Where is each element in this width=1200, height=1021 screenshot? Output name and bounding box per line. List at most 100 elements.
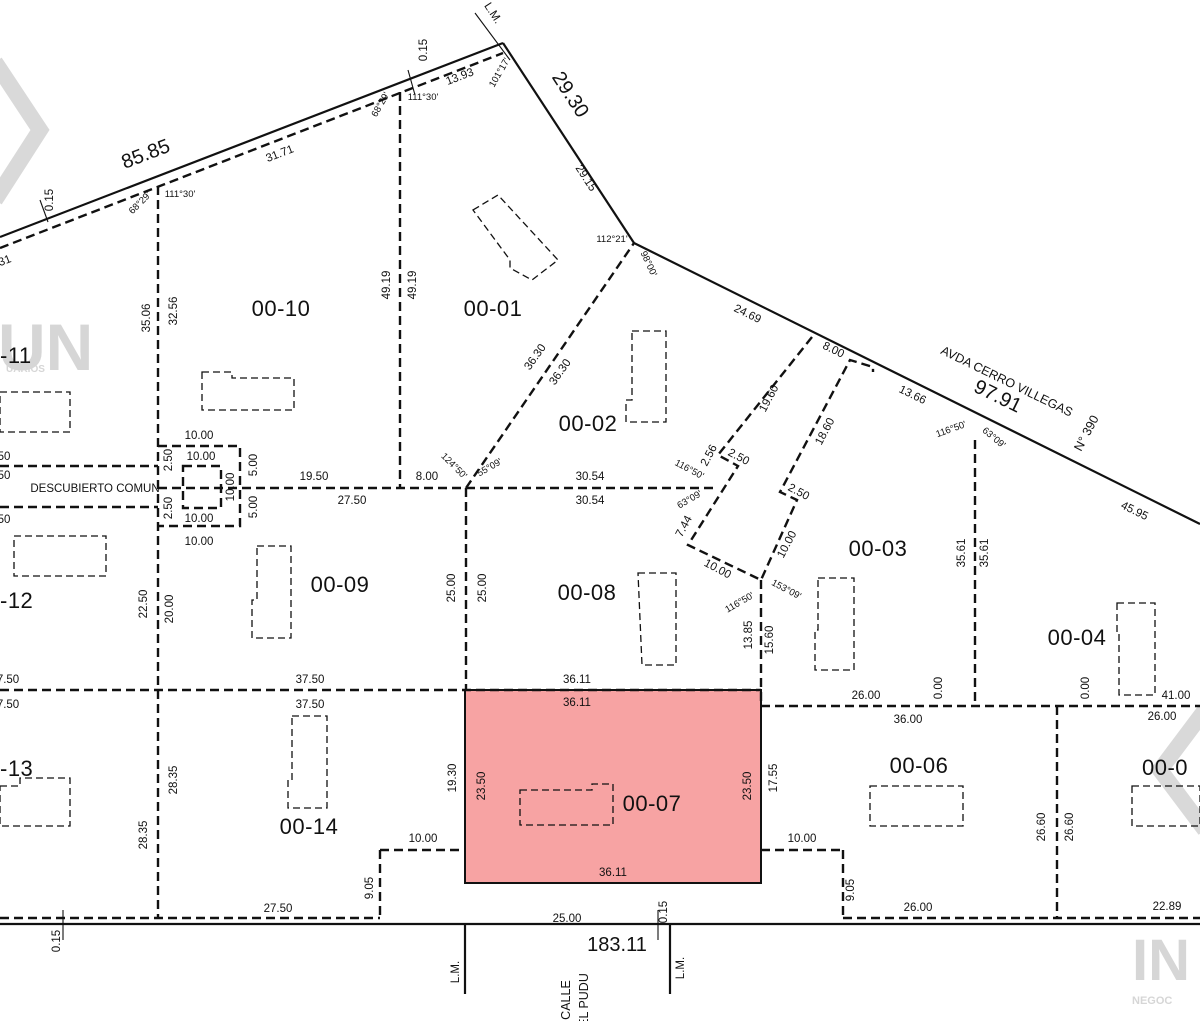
lot-label-00-08[interactable]: 00-08 [558,580,617,605]
lot-label-00-14[interactable]: 00-14 [280,814,339,839]
lot-label-00-02[interactable]: 00-02 [559,411,618,436]
dim-label: 50 [0,514,10,526]
lm-label-left: L.M. [450,961,462,983]
lot-label-00-11[interactable]: -11 [0,343,32,368]
lot-label-00-07[interactable]: 00-07 [623,791,682,816]
dim-label: 45.95 [1119,500,1150,523]
dim-label: 10.00 [775,529,799,560]
dim-label: 29.15 [573,163,599,194]
dim-label: 50 [0,470,10,482]
dim-label: 8.00 [821,340,846,361]
dim-label: 35.06 [141,304,153,333]
dim-label: 36.30 [547,357,573,387]
angle-label: 63°09' [980,425,1008,451]
angle-label: 116°50' [723,590,756,615]
dim-label: 7.44 [674,513,695,539]
lot-label-00-09[interactable]: 00-09 [311,572,370,597]
dim-label: 31.71 [264,143,295,165]
dim-label: 19.50 [300,471,329,483]
north-length-label: 85.85 [119,135,174,173]
dim-label: 10.00 [185,536,214,548]
building-00-11 [0,391,71,433]
dim-label: 23.50 [742,772,754,801]
angle-label: 116°50' [935,419,968,440]
dim-label: 0.15 [44,189,56,211]
lot-00-07-highlight[interactable] [464,689,762,884]
dim-label: 37.50 [296,699,325,711]
angle-label: 124°50' [439,451,470,482]
building-00-03 [814,577,855,671]
street-name-line2: EL PUDU [577,973,591,1021]
dim-label: 15.60 [764,626,776,655]
common-area-label: DESCUBIERTO COMUN [30,483,159,495]
dim-label: 10.00 [185,430,214,442]
dim-label: 0.15 [51,930,63,952]
dim-label: 0.15 [418,39,430,61]
dim-label: 35.61 [956,539,968,568]
dim-label: 49.19 [381,271,393,300]
angle-label: 63°09' [675,488,704,511]
building-00-12 [13,535,107,577]
lot-label-00-04[interactable]: 00-04 [1048,625,1107,650]
building-00-07 [519,783,614,826]
dim-label: 32.56 [168,297,180,326]
angle-label: 111°30' [408,92,439,103]
lot-label-00-06[interactable]: 00-06 [890,753,949,778]
dim-label: 10.00 [702,557,733,581]
dim-label: 36.11 [599,867,627,879]
building-00-10 [201,371,295,411]
building-00-13 [0,777,71,827]
dim-label: 36.30 [522,342,548,372]
lot-label-00-12[interactable]: -12 [0,588,33,613]
watermark-right-text: IN [1132,928,1190,993]
building-00-14 [287,715,328,809]
dim-label: 36.11 [563,674,591,686]
dim-label: 30.54 [576,471,605,483]
dim-label: 41.00 [1162,690,1191,702]
watermark-left: UN UARIOS [0,57,93,384]
watermark-right: IN NEGOC [1132,705,1200,1007]
dim-label: 25.00 [553,913,582,925]
dim-label: 50 [0,451,10,463]
dim-label: 2.56 [699,443,720,468]
lot-label-00-10[interactable]: 00-10 [252,296,311,321]
dim-label: 0.00 [933,677,945,699]
building-00-05 [1131,785,1200,827]
dim-label: 35.61 [979,539,991,568]
lot-label-00-13[interactable]: -13 [0,756,33,781]
dim-label: 25.00 [477,574,489,603]
watermark-left-subtext: UARIOS [6,364,45,375]
dim-label: 2.50 [163,497,175,519]
dim-label: 22.89 [1153,901,1182,913]
lot-label-00-01[interactable]: 00-01 [464,296,523,321]
dim-label: 26.60 [1064,813,1076,842]
dim-label: 26.60 [1036,813,1048,842]
dim-label: 24.69 [732,303,763,326]
lot-label-00-03[interactable]: 00-03 [849,536,908,561]
building-00-08 [637,572,677,666]
lm-label-right: L.M. [675,957,687,979]
dim-label: 19.60 [757,383,781,414]
dim-label: 31 [0,253,13,269]
watermark-right-subtext: NEGOC [1132,995,1172,1007]
dim-label: 5.00 [248,454,260,476]
lm-label-top: L.M. [481,1,503,26]
dim-label: 36.00 [894,714,923,726]
boundary-lines [0,12,1200,994]
dim-label: 20.00 [164,595,176,624]
dim-label: 30.54 [576,495,605,507]
dim-label: 36.11 [563,697,591,709]
building-00-06 [869,785,964,827]
dim-label: 10.00 [225,473,237,502]
northeast-length-label: 29.30 [547,68,593,122]
dim-label: 28.35 [138,821,150,850]
dim-label: 0.00 [1080,677,1092,699]
building-00-09 [251,545,292,639]
dim-label: 23.50 [476,772,488,801]
lot-lines [0,51,1200,920]
building-00-01 [472,194,559,281]
front-length-label: 183.11 [587,934,647,956]
street-name-line1: CALLE [559,980,573,1020]
lot-label-00-05[interactable]: 00-0 [1142,755,1188,780]
dim-label: 26.00 [852,690,881,702]
